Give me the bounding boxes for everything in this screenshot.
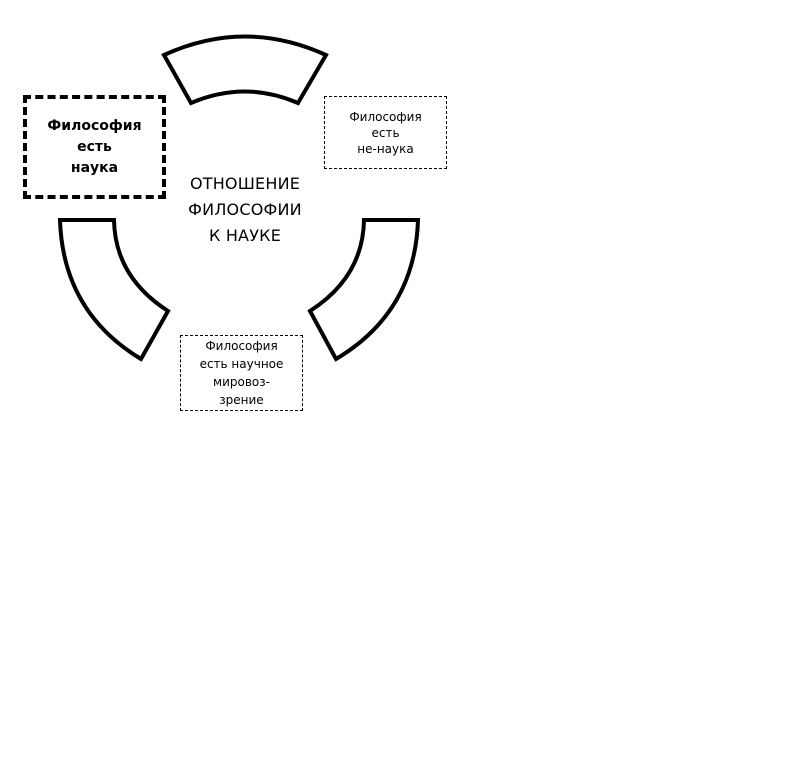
box-philosophy-is-science: Философия есть наука <box>23 95 166 199</box>
box-philosophy-is-scientific-worldview: Философия есть научное мировоз- зрение <box>180 335 303 411</box>
box-worldview-line-4: зрение <box>219 393 264 407</box>
arc-segment-top <box>161 34 329 106</box>
center-title-line-2: ФИЛОСОФИИ <box>188 200 302 219</box>
box-science-line-2: есть <box>77 138 112 155</box>
box-non-science-line-2: есть <box>371 125 400 140</box>
center-title-line-1: ОТНОШЕНИЕ <box>189 174 301 193</box>
box-worldview-line-2: есть научное <box>199 357 284 371</box>
arc-segment-right <box>307 218 421 362</box>
box-philosophy-is-non-science: Философия есть не-наука <box>324 96 447 169</box>
box-non-science-line-1: Философия <box>349 109 422 124</box>
box-worldview-line-3: мировоз- <box>213 375 270 389</box>
center-title-line-3: К НАУКЕ <box>208 226 282 245</box>
box-science-line-3: наука <box>70 159 119 176</box>
center-title: ОТНОШЕНИЕ ФИЛОСОФИИ К НАУКЕ <box>170 171 320 249</box>
box-worldview-line-1: Философия <box>205 339 278 353</box>
arc-segment-left <box>57 218 171 362</box>
box-non-science-line-3: не-наука <box>357 141 414 156</box>
box-science-line-1: Философия <box>47 117 142 134</box>
